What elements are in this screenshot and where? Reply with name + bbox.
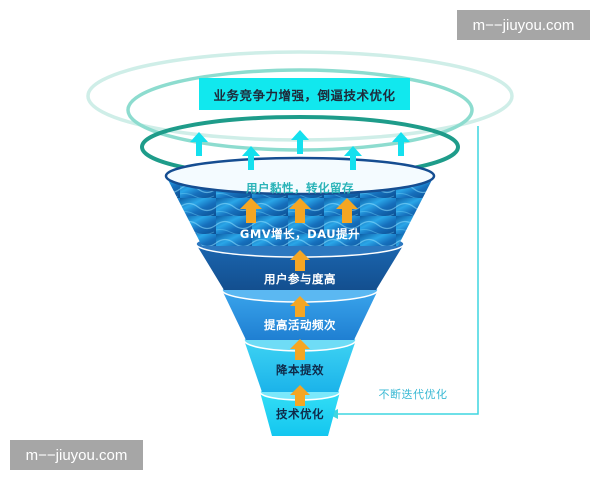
feedback-loop-label: 不断迭代优化 [378, 388, 448, 401]
watermark-bottom-left: m−−jiuyou.com [10, 440, 143, 470]
level-label-stickiness: 用户黏性，转化留存 [246, 181, 354, 195]
cyan-up-arrows [190, 130, 410, 170]
level-label-engagement: 用户参与度高 [264, 272, 336, 286]
orange-up-arrows [240, 198, 358, 406]
level-label-gmv-dau: GMV增长，DAU提升 [239, 227, 361, 241]
level-label-activity-frequency: 提高活动频次 [264, 318, 336, 332]
level-label-cost-efficiency: 降本提效 [276, 363, 324, 377]
level-label-tech-optimization: 技术优化 [276, 407, 324, 421]
top-banner: 业务竞争力增强，倒逼技术优化 [199, 78, 410, 110]
watermark-top-right: m−−jiuyou.com [457, 10, 590, 40]
